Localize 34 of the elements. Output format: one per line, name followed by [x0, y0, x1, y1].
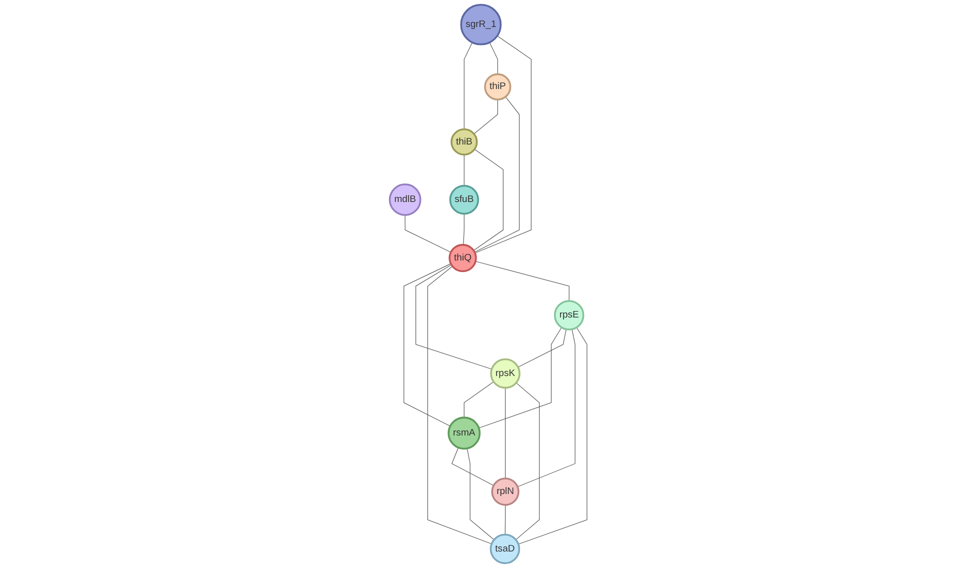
- node-circle: thiB: [450, 128, 478, 156]
- node-circle: thiP: [484, 73, 511, 100]
- connector: [403, 263, 451, 426]
- connector: [472, 149, 504, 251]
- connector: [415, 264, 492, 370]
- connector: [463, 382, 494, 418]
- connector: [488, 42, 498, 74]
- node-circle: sgrR_1: [460, 4, 502, 46]
- connector: [451, 447, 494, 486]
- node-circle: sfuB: [448, 184, 479, 215]
- connector: [462, 213, 464, 246]
- connector: [466, 448, 494, 540]
- connector: [427, 266, 492, 544]
- connector: [404, 214, 451, 253]
- node-circle: rsmA: [447, 416, 480, 450]
- connector: [463, 154, 464, 186]
- connector: [474, 36, 532, 254]
- node-circle: rpsE: [554, 300, 584, 330]
- connector: [473, 99, 498, 134]
- connector: [478, 327, 562, 428]
- node-circle: tsaD: [489, 534, 520, 564]
- connector: [517, 328, 566, 368]
- connector: [474, 96, 520, 252]
- connector: [504, 504, 506, 535]
- connector: [474, 261, 570, 302]
- connector: [504, 388, 506, 479]
- connector: [516, 328, 575, 488]
- node-circle: thiQ: [448, 244, 476, 272]
- connector: [515, 382, 540, 540]
- node-circle: rplN: [490, 478, 520, 506]
- node-circle: rpsK: [490, 358, 520, 389]
- node-circle: mdlB: [388, 184, 421, 216]
- connector: [463, 42, 472, 130]
- connector: [518, 327, 587, 544]
